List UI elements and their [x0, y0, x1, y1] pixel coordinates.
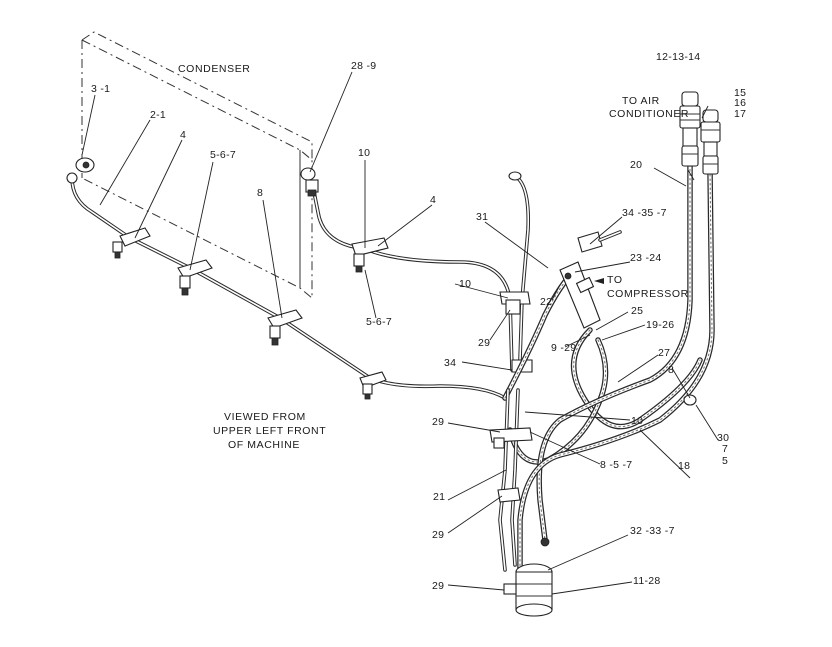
callout-10-low: 10 — [631, 415, 643, 427]
callout-12-13-14: 12-13-14 — [656, 51, 700, 63]
clip-29-low — [489, 427, 533, 449]
callout-30: 30 — [717, 432, 729, 444]
callout-5: 5 — [722, 455, 728, 467]
clip-upper-mid — [351, 237, 389, 273]
descriptive-labels: CONDENSER TO AIR CONDITIONER TO COMPRESS… — [178, 63, 689, 451]
callout-2-1: 2-1 — [150, 109, 166, 121]
callout-11-28: 11-28 — [633, 575, 661, 587]
viewed-from-label-line1: VIEWED FROM — [224, 411, 306, 423]
callout-4-left: 4 — [180, 129, 186, 141]
callout-20: 20 — [630, 159, 642, 171]
callout-34: 34 — [444, 357, 456, 369]
callout-28-9: 28 -9 — [351, 60, 376, 72]
callout-5-6-7-mid: 5-6-7 — [366, 316, 392, 328]
callout-25: 25 — [631, 305, 643, 317]
hose-22 — [502, 267, 578, 401]
callout-3-1: 3 -1 — [91, 83, 110, 95]
hose-19-26 — [507, 337, 609, 465]
tube-21 — [498, 388, 520, 572]
hose-27-loop — [571, 327, 703, 430]
callout-32-33-7: 32 -33 -7 — [630, 525, 675, 537]
viewed-from-label-line2: UPPER LEFT FRONT — [213, 425, 326, 437]
callout-21: 21 — [433, 491, 445, 503]
to-air-label-line1: TO AIR — [622, 95, 660, 107]
callout-29-a: 29 — [478, 337, 490, 349]
callout-10-top: 10 — [358, 147, 370, 159]
callout-8-right: 8 — [668, 364, 674, 376]
clip-left-2 — [177, 259, 213, 296]
fitting-34-35-7 — [577, 230, 622, 253]
viewed-from-label-line3: OF MACHINE — [228, 439, 300, 451]
callout-16: 16 — [734, 97, 746, 109]
clip-30 — [683, 394, 697, 406]
callout-22: 22 — [540, 296, 552, 308]
hose-18 — [517, 167, 715, 573]
callout-10-mid: 10 — [459, 278, 471, 290]
leader-lines — [81, 71, 719, 595]
hose-20 — [536, 162, 693, 543]
callout-29-d: 29 — [432, 580, 444, 592]
callout-5-6-7-left: 5-6-7 — [210, 149, 236, 161]
to-compressor-label-line1: TO — [607, 274, 623, 286]
to-air-label-line2: CONDITIONER — [609, 108, 689, 120]
clip-left-3 — [267, 309, 303, 346]
clip-left-4 — [359, 371, 387, 400]
callout-4-mid: 4 — [430, 194, 436, 206]
clip-left-1 — [112, 227, 151, 259]
receiver-dryer-11-28 — [503, 537, 553, 617]
callout-34-35-7: 34 -35 -7 — [622, 207, 667, 219]
clip-10-mid — [499, 291, 531, 315]
callout-19-26: 19-26 — [646, 319, 674, 331]
condenser-inlet-tube — [310, 180, 514, 372]
clip-29-lower — [497, 487, 521, 503]
suction-tube-31 — [508, 171, 531, 362]
part-callouts: 12-13-14 15 16 17 3 -1 2-1 4 5-6-7 8 28 … — [91, 51, 746, 592]
fitting-15-16-17 — [700, 109, 721, 175]
to-compressor-label-line2: COMPRESSOR — [607, 288, 689, 300]
arrow-to-compressor — [594, 278, 604, 284]
callout-8-5-7: 8 -5 -7 — [600, 459, 632, 471]
condenser-label: CONDENSER — [178, 63, 251, 75]
callout-15: 15 — [734, 87, 746, 99]
callout-31: 31 — [476, 211, 488, 223]
callout-27: 27 — [658, 347, 670, 359]
fitting-12-13-14 — [679, 91, 701, 167]
callout-7: 7 — [722, 443, 728, 455]
elbow-fitting-3-1 — [66, 157, 95, 184]
callout-29-b: 29 — [432, 416, 444, 428]
compressor-fitting-23-24 — [559, 261, 601, 329]
callout-8-left: 8 — [257, 187, 263, 199]
fitting-28-9 — [300, 167, 319, 197]
callout-23-24: 23 -24 — [630, 252, 662, 264]
callout-9-29: 9 -29 — [551, 342, 576, 354]
callout-17: 17 — [734, 108, 746, 120]
condenser-outlet-tube — [70, 176, 507, 400]
callout-18: 18 — [678, 460, 690, 472]
callout-29-c: 29 — [432, 529, 444, 541]
